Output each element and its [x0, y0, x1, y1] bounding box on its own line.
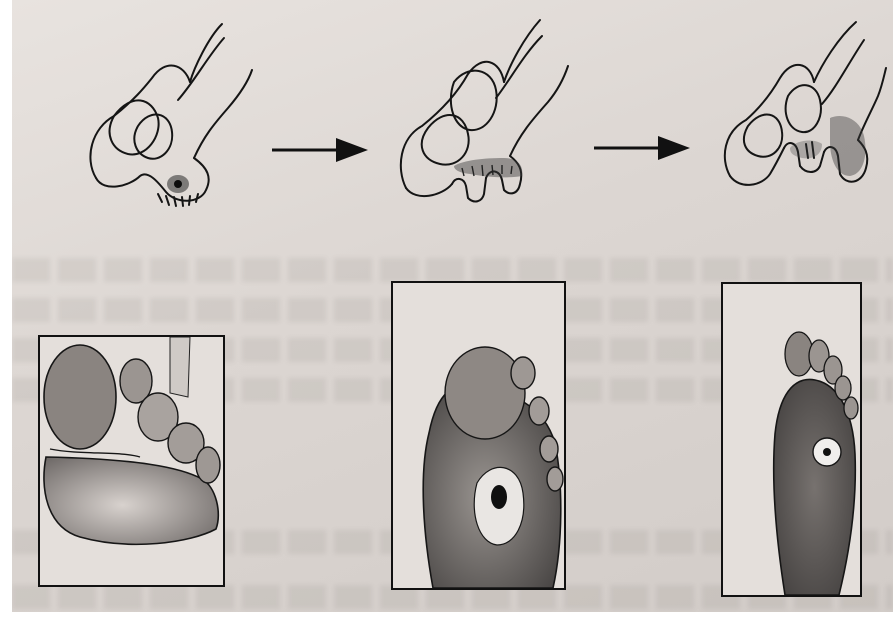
- stage-1-sketch: [74, 8, 254, 218]
- stage-2-sketch: [392, 8, 572, 218]
- stage-3-sketch: [718, 8, 888, 208]
- foot-ulcer-sketch: [391, 281, 566, 590]
- foot-callus-sketch: [38, 335, 225, 587]
- scanned-page: [12, 0, 893, 612]
- foot-healing-sketch: [721, 282, 862, 597]
- arrow-right-icon: [592, 132, 692, 164]
- bleed-through-line: [12, 258, 893, 282]
- arrow-right-icon: [270, 134, 370, 166]
